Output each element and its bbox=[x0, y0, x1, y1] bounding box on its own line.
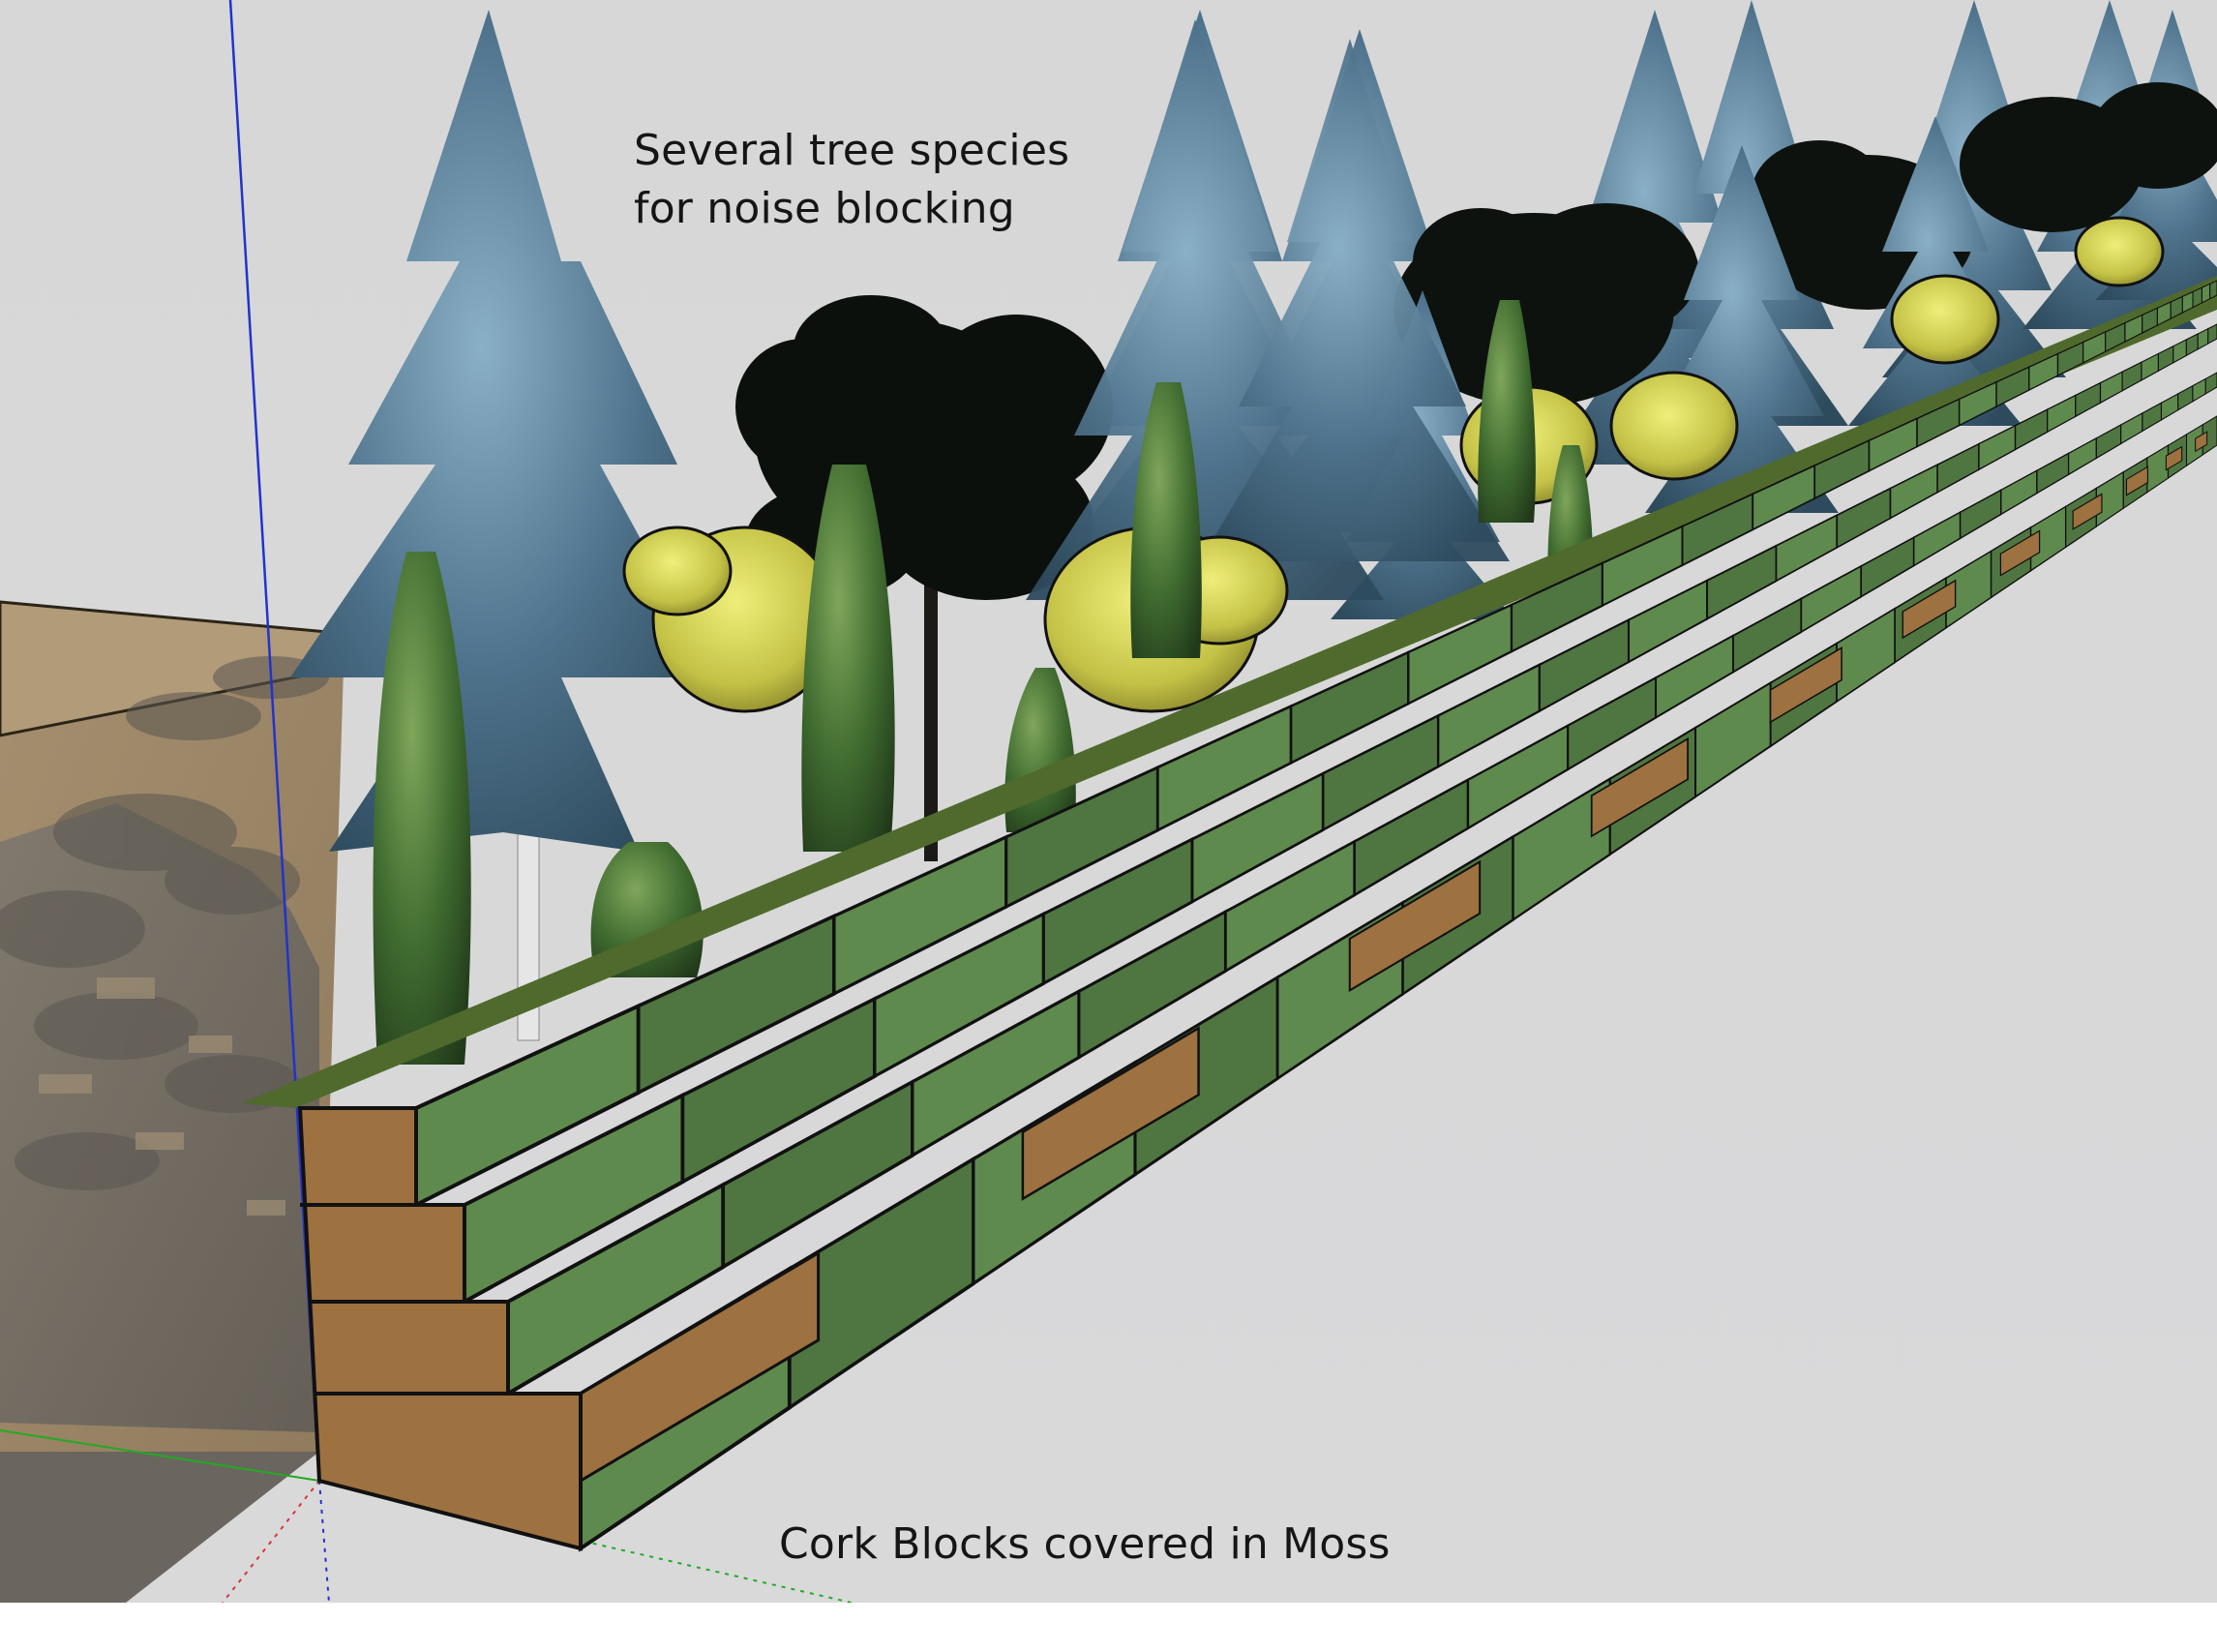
second-spruce bbox=[1026, 19, 1384, 600]
cork-block bbox=[2195, 431, 2208, 453]
cork-block bbox=[1769, 646, 1843, 724]
cork-block bbox=[1902, 579, 1957, 640]
cork-block bbox=[1021, 1026, 1200, 1201]
blue-axis bbox=[228, 0, 321, 1482]
trees-annotation: Several tree species for noise blocking bbox=[634, 122, 1069, 238]
shadow-foliage bbox=[0, 656, 329, 1190]
cork-block bbox=[1348, 859, 1482, 993]
cork-block bbox=[1590, 736, 1689, 838]
blue-axis-dashed bbox=[318, 1480, 330, 1604]
dark-deciduous-back bbox=[1393, 82, 2217, 406]
trees-annotation-line2: for noise blocking bbox=[634, 184, 1015, 233]
moss-block bbox=[2209, 280, 2217, 300]
trees-annotation-line1: Several tree species bbox=[634, 126, 1070, 175]
green-axis bbox=[0, 1429, 320, 1482]
blocks-annotation: Cork Blocks covered in Moss bbox=[779, 1519, 1391, 1569]
red-axis-dashed bbox=[222, 1480, 320, 1604]
third-spruce bbox=[1200, 39, 1510, 561]
cork-block bbox=[2072, 493, 2103, 530]
wall-end-face bbox=[297, 1106, 583, 1551]
yellow-shrubs bbox=[622, 216, 2165, 713]
moss-block bbox=[2204, 372, 2217, 395]
terrain-top bbox=[0, 602, 348, 736]
cork-block bbox=[2165, 445, 2183, 471]
cork-block bbox=[2125, 466, 2149, 496]
moss-block bbox=[2207, 323, 2217, 345]
terrain-bottom bbox=[0, 1452, 319, 1603]
cork-block-wall bbox=[414, 280, 2217, 1552]
cork-block bbox=[1999, 529, 2041, 577]
wall-top-moss bbox=[242, 276, 2217, 1108]
image-bottom-margin bbox=[0, 1603, 2217, 1652]
shadow-highlights bbox=[39, 977, 285, 1216]
